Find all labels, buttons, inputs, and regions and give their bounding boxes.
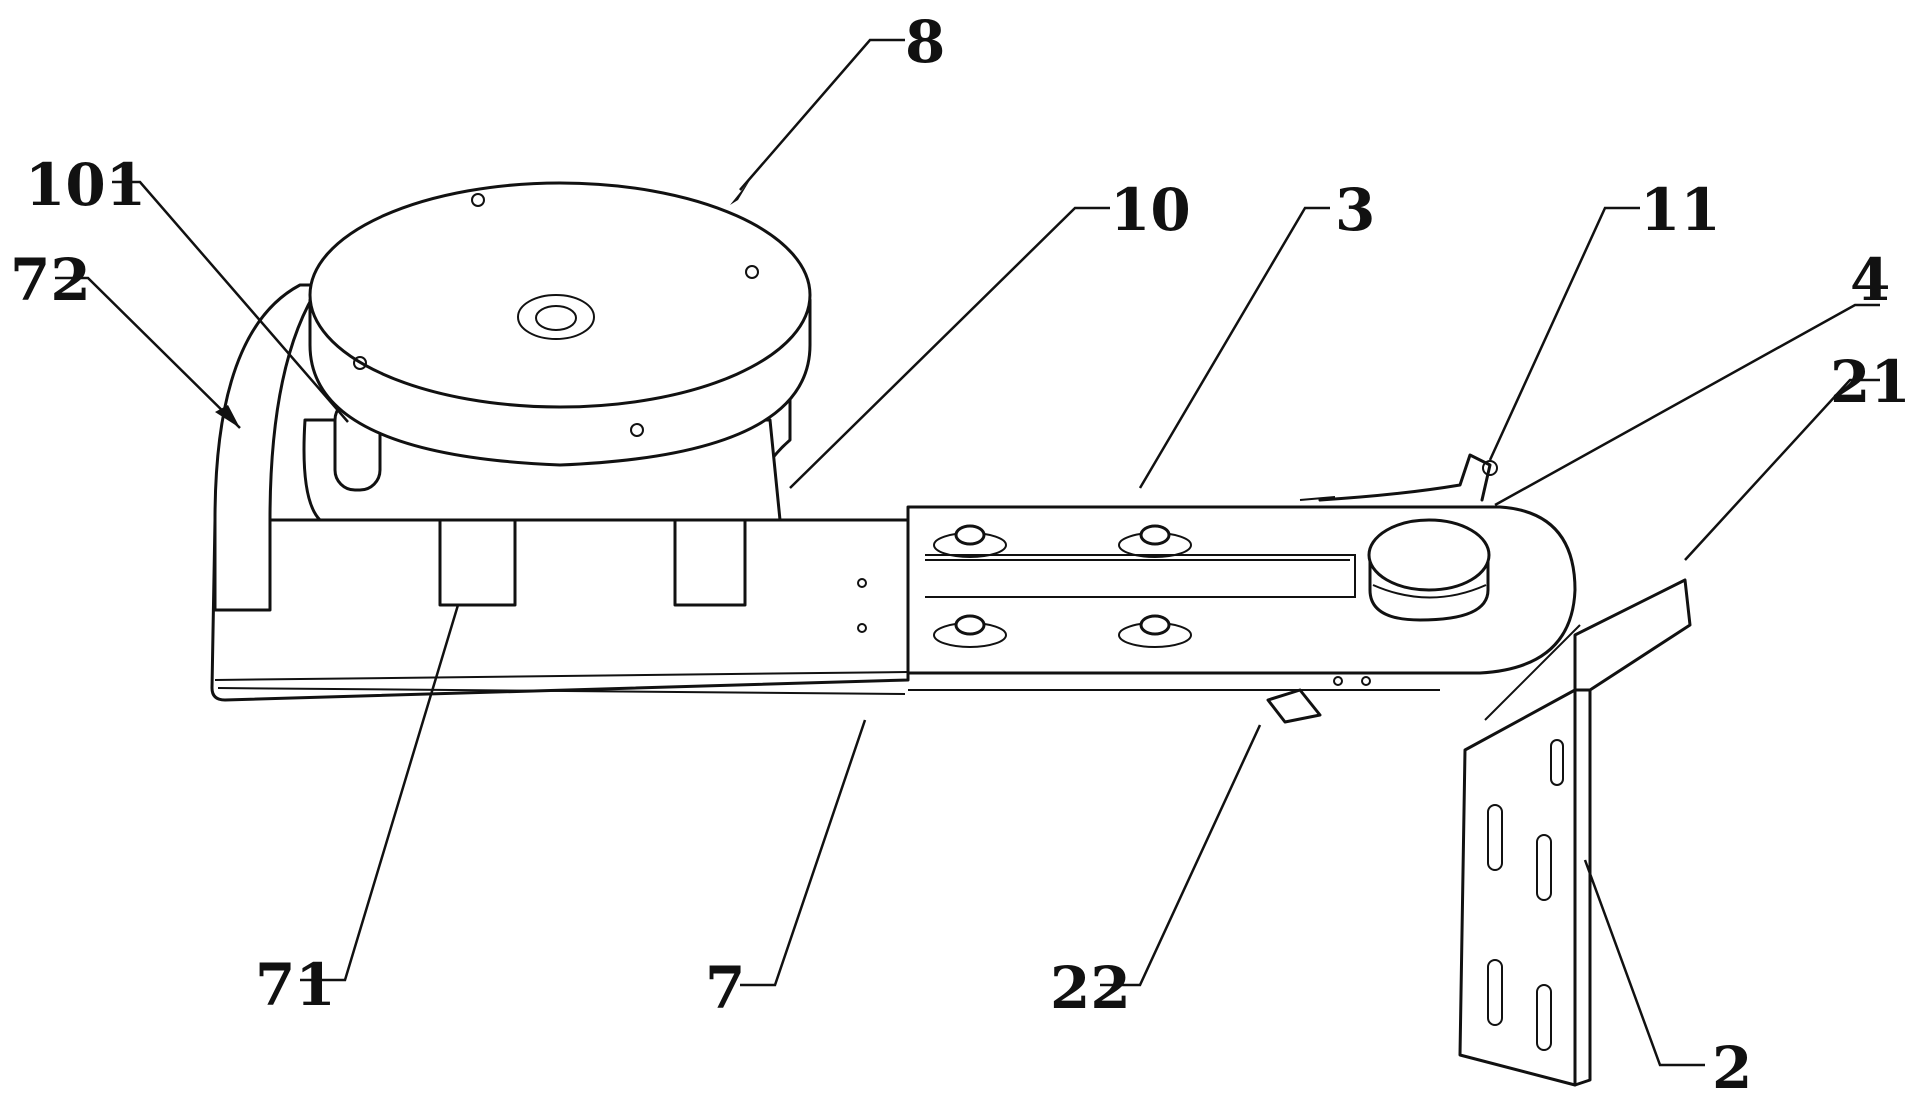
label-71: 71: [255, 951, 336, 1019]
limit-switch: [1266, 688, 1322, 724]
knob: [1367, 518, 1491, 622]
label-21: 21: [1830, 348, 1908, 416]
label-4: 4: [1850, 246, 1890, 314]
base-plate: [210, 518, 910, 702]
label-101: 101: [25, 151, 146, 219]
label-10: 10: [1110, 176, 1191, 244]
leader-lines: [55, 38, 1880, 1067]
label-22: 22: [1050, 954, 1131, 1022]
label-7: 7: [705, 954, 745, 1022]
label-11: 11: [1640, 176, 1721, 244]
label-3: 3: [1335, 176, 1375, 244]
turntable-disc: [308, 181, 812, 467]
label-8: 8: [905, 8, 945, 76]
sensor-bracket: [1299, 453, 1498, 502]
bolt: [1118, 524, 1192, 558]
vertical-bracket: [1458, 578, 1692, 1087]
callout-labels: 8 101 72 10 3 11 4 21 71 7 22 2: [10, 8, 1908, 1102]
label-72: 72: [10, 246, 91, 314]
bolt: [933, 614, 1007, 648]
bolt: [933, 524, 1007, 558]
label-2: 2: [1712, 1034, 1752, 1102]
bolt: [1118, 614, 1192, 648]
